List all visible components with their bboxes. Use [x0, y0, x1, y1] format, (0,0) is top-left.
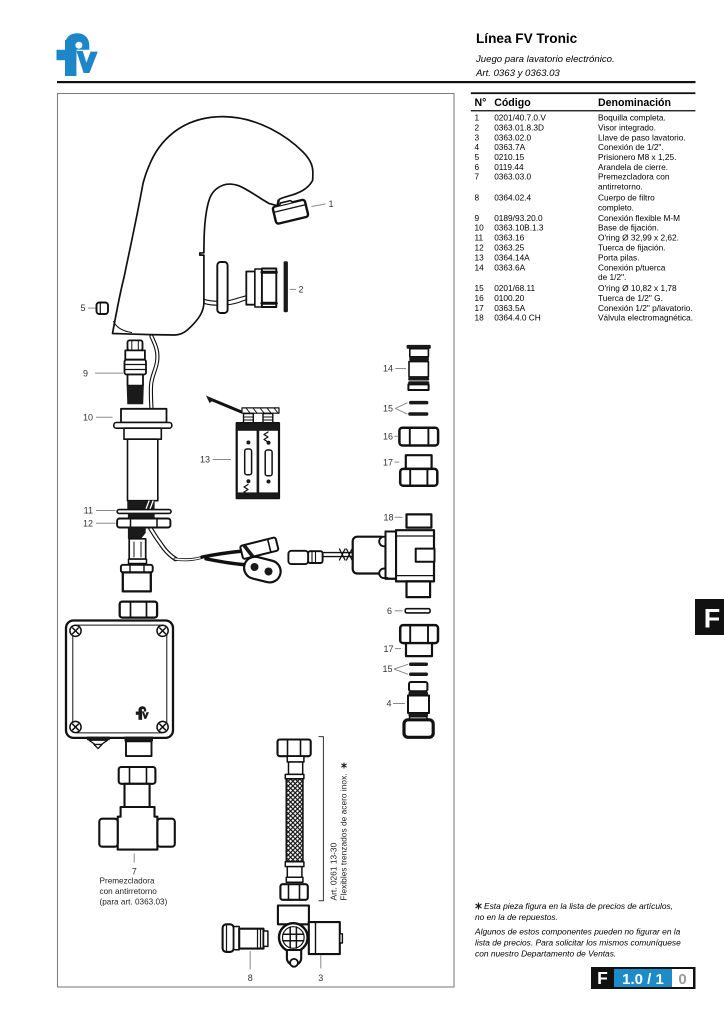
svg-text:16: 16 [383, 432, 393, 442]
svg-text:Válvula electromagnética.: Válvula electromagnética. [598, 313, 693, 323]
svg-text:0363.6A: 0363.6A [494, 262, 525, 272]
svg-text:2: 2 [299, 285, 304, 295]
svg-text:17: 17 [383, 457, 393, 467]
svg-text:12: 12 [475, 243, 485, 253]
svg-text:Conexión de 1/2".: Conexión de 1/2". [598, 142, 664, 152]
svg-text:4: 4 [386, 699, 391, 709]
svg-text:Premezcladora con: Premezcladora con [598, 172, 670, 182]
svg-text:con antirretorno: con antirretorno [100, 887, 158, 896]
svg-text:(para art. 0363.03): (para art. 0363.03) [100, 898, 168, 907]
svg-text:Art. 0261 13-30: Art. 0261 13-30 [329, 842, 339, 900]
svg-text:6: 6 [387, 606, 392, 616]
svg-text:3: 3 [475, 132, 480, 142]
svg-text:0189/93.20.0: 0189/93.20.0 [494, 213, 543, 223]
svg-text:0100.20: 0100.20 [494, 293, 524, 303]
svg-text:Conexión 1/2" p/lavatorio.: Conexión 1/2" p/lavatorio. [598, 303, 693, 313]
svg-text:0364.02.4: 0364.02.4 [494, 193, 531, 203]
svg-text:15: 15 [383, 404, 393, 414]
svg-text:Conexión p/tuerca: Conexión p/tuerca [598, 262, 666, 272]
svg-text:Conexión flexible M-M: Conexión flexible M-M [598, 213, 680, 223]
svg-text:2: 2 [475, 123, 480, 133]
svg-text:12: 12 [83, 519, 93, 529]
svg-text:Boquilla completa.: Boquilla completa. [598, 113, 666, 123]
svg-text:10: 10 [475, 223, 485, 233]
svg-text:Tuerca de fijación.: Tuerca de fijación. [598, 243, 666, 253]
svg-text:3: 3 [318, 973, 323, 983]
svg-text:O'ring Ø 32,99 x 2,62.: O'ring Ø 32,99 x 2,62. [598, 233, 679, 243]
svg-text:8: 8 [475, 193, 480, 203]
svg-text:Tuerca de 1/2" G.: Tuerca de 1/2" G. [598, 293, 663, 303]
svg-text:Art. 0363 y 0363.03: Art. 0363 y 0363.03 [475, 68, 560, 79]
svg-text:N°: N° [475, 97, 487, 109]
svg-text:18: 18 [475, 313, 485, 323]
svg-text:15: 15 [382, 664, 392, 674]
svg-text:17: 17 [383, 644, 393, 654]
svg-text:Prisionero M8 x 1,25.: Prisionero M8 x 1,25. [598, 152, 676, 162]
svg-text:Código: Código [494, 97, 531, 109]
svg-text:Porta pilas.: Porta pilas. [598, 252, 640, 262]
svg-text:0119.44: 0119.44 [494, 162, 524, 172]
svg-text:0363.10B.1.3: 0363.10B.1.3 [494, 223, 544, 233]
svg-text:Base de fijación.: Base de fijación. [598, 223, 659, 233]
svg-text:con nuestro Departamento de Ve: con nuestro Departamento de Ventas. [475, 949, 616, 959]
svg-text:0363.03.0: 0363.03.0 [494, 172, 531, 182]
svg-text:Visor integrado.: Visor integrado. [598, 123, 656, 133]
svg-text:16: 16 [475, 293, 485, 303]
svg-text:completo.: completo. [598, 202, 634, 212]
svg-text:14: 14 [383, 364, 393, 374]
svg-text:antirretorno.: antirretorno. [598, 182, 643, 192]
svg-text:0363.5A: 0363.5A [494, 303, 525, 313]
svg-text:0201/40.7.0.V: 0201/40.7.0.V [494, 113, 546, 123]
svg-text:de 1/2".: de 1/2". [598, 272, 626, 282]
svg-text:10: 10 [83, 412, 93, 422]
svg-text:Denominación: Denominación [598, 97, 671, 109]
svg-text:0363.01.8.3D: 0363.01.8.3D [494, 123, 544, 133]
svg-text:Esta pieza figura en la lista: Esta pieza figura en la lista de precios… [484, 901, 673, 911]
svg-text:0210.15: 0210.15 [494, 152, 524, 162]
svg-text:5: 5 [475, 152, 480, 162]
svg-text:4: 4 [475, 142, 480, 152]
svg-text:F: F [704, 604, 721, 634]
svg-text:Llave de paso lavatorio.: Llave de paso lavatorio. [598, 132, 686, 142]
svg-text:9: 9 [83, 368, 88, 378]
svg-text:Cuerpo de filtro: Cuerpo de filtro [598, 193, 655, 203]
svg-text:Arandela de cierre.: Arandela de cierre. [598, 162, 668, 172]
svg-text:0201/68.11: 0201/68.11 [494, 283, 535, 293]
svg-text:13: 13 [475, 252, 485, 262]
svg-text:0363.7A: 0363.7A [494, 142, 525, 152]
svg-text:15: 15 [475, 283, 485, 293]
svg-text:1: 1 [329, 199, 334, 209]
svg-text:Flexibles trenzados de acero i: Flexibles trenzados de acero inox. [339, 773, 349, 900]
svg-text:7: 7 [132, 867, 137, 877]
svg-text:1.0 / 1: 1.0 / 1 [622, 971, 664, 988]
svg-text:no en la de repuestos.: no en la de repuestos. [475, 912, 558, 922]
svg-text:0363.02.0: 0363.02.0 [494, 132, 531, 142]
svg-text:14: 14 [475, 262, 485, 272]
svg-text:9: 9 [475, 213, 480, 223]
svg-text:0363.16: 0363.16 [494, 233, 524, 243]
svg-text:Algunos de estos componentes p: Algunos de estos componentes pueden no f… [474, 927, 681, 937]
svg-text:8: 8 [248, 973, 253, 983]
svg-text:O'ring Ø 10,82 x 1,78: O'ring Ø 10,82 x 1,78 [598, 283, 677, 293]
svg-text:18: 18 [383, 513, 393, 523]
svg-text:lista de precios. Para solicit: lista de precios. Para solicitar los mis… [475, 938, 681, 948]
svg-text:5: 5 [81, 303, 86, 313]
svg-text:Línea FV Tronic: Línea FV Tronic [476, 31, 578, 46]
svg-text:0364.4.0 CH: 0364.4.0 CH [494, 313, 541, 323]
svg-text:1: 1 [475, 113, 480, 123]
svg-text:11: 11 [84, 506, 93, 516]
svg-text:0364.14A: 0364.14A [494, 252, 530, 262]
svg-text:17: 17 [475, 303, 485, 313]
svg-text:0363.25: 0363.25 [494, 243, 524, 253]
svg-text:6: 6 [475, 162, 480, 172]
svg-text:11: 11 [475, 233, 484, 243]
svg-text:7: 7 [475, 172, 480, 182]
svg-text:Premezcladora: Premezcladora [100, 877, 156, 886]
svg-text:Juego para lavatorio electróni: Juego para lavatorio electrónico. [475, 54, 615, 65]
svg-text:0: 0 [678, 971, 686, 988]
svg-text:F: F [597, 968, 608, 988]
svg-text:13: 13 [200, 455, 210, 465]
